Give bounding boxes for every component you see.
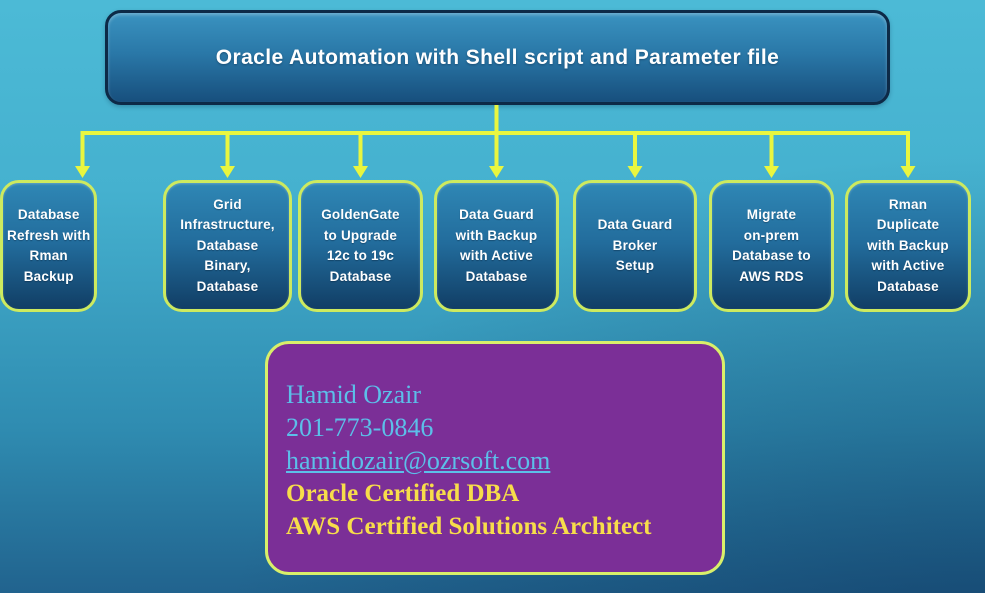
node-goldengate-upgrade: GoldenGate to Upgrade 12c to 19c Databas… xyxy=(298,180,423,312)
node-rman-duplicate: Rman Duplicate with Backup with Active D… xyxy=(845,180,971,312)
node-label: Grid Infrastructure, Database Binary, Da… xyxy=(180,196,275,294)
contact-card: Hamid Ozair 201-773-0846 hamidozair@ozrs… xyxy=(265,341,725,575)
node-label: Database Refresh with Rman Backup xyxy=(7,207,91,284)
arrow-to-node-5 xyxy=(627,131,643,178)
node-label: Migrate on-prem Database to AWS RDS xyxy=(732,207,811,284)
cert-oracle-dba: Oracle Certified DBA xyxy=(286,480,520,507)
node-label: Rman Duplicate with Backup with Active D… xyxy=(867,196,949,294)
email-link[interactable]: hamidozair@ozrsoft.com xyxy=(286,446,551,475)
title-box: Oracle Automation with Shell script and … xyxy=(105,10,890,105)
page-title: Oracle Automation with Shell script and … xyxy=(215,45,780,69)
node-migrate-aws-rds: Migrate on-prem Database to AWS RDS xyxy=(709,180,834,312)
contact-name: Hamid Ozair xyxy=(286,380,422,409)
arrow-to-node-6 xyxy=(764,131,779,178)
node-data-guard-backup: Data Guard with Backup with Active Datab… xyxy=(434,180,559,312)
arrow-to-node-1 xyxy=(75,131,90,178)
cert-aws-architect: AWS Certified Solutions Architect xyxy=(286,513,652,540)
arrow-to-node-2 xyxy=(220,131,235,178)
arrow-to-node-4 xyxy=(489,131,504,178)
contact-email-line: hamidozair@ozrsoft.com xyxy=(286,444,712,477)
contact-phone: 201-773-0846 xyxy=(286,413,434,442)
node-grid-infrastructure: Grid Infrastructure, Database Binary, Da… xyxy=(163,180,292,312)
arrow-to-node-7 xyxy=(900,131,916,178)
trunk-line xyxy=(80,105,910,135)
node-data-guard-broker: Data Guard Broker Setup xyxy=(573,180,697,312)
arrow-to-node-3 xyxy=(353,131,368,178)
node-label: Data Guard with Backup with Active Datab… xyxy=(455,207,538,284)
node-label: Data Guard Broker Setup xyxy=(597,217,673,274)
node-database-refresh: Database Refresh with Rman Backup xyxy=(0,180,98,312)
node-label: GoldenGate to Upgrade 12c to 19c Databas… xyxy=(321,207,400,284)
